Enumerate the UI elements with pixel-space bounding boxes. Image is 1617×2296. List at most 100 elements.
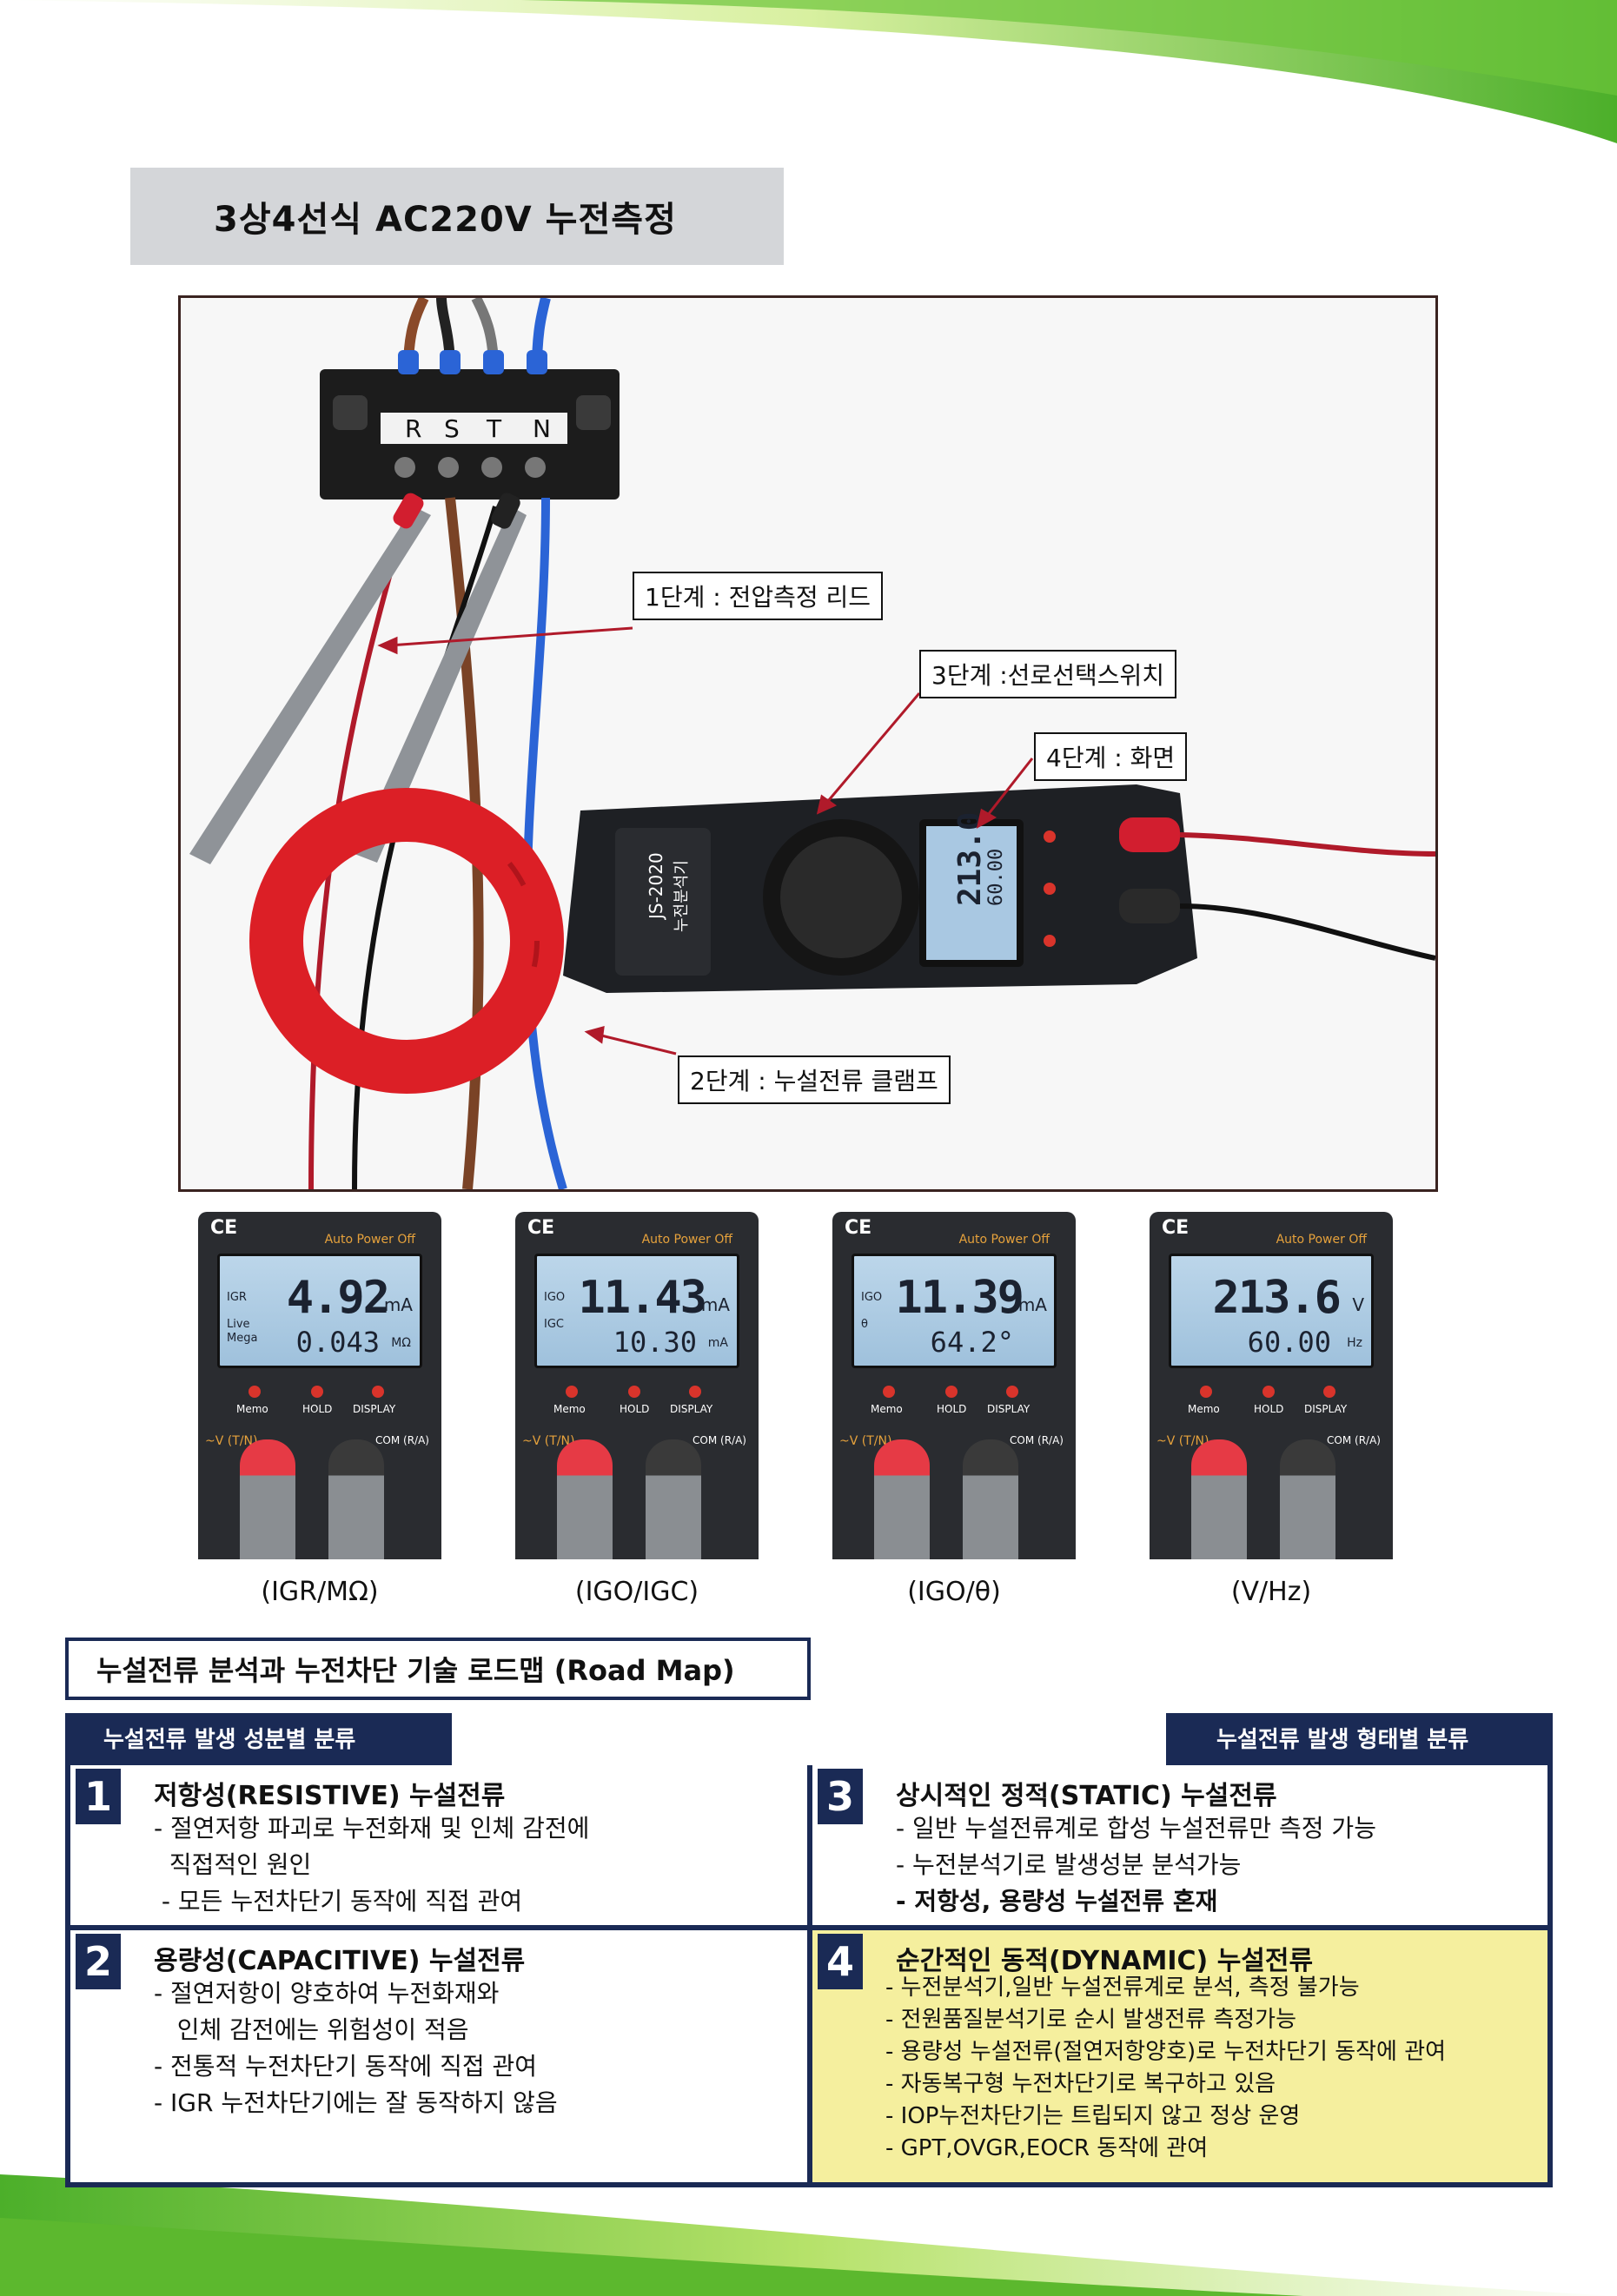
display-label: DISPLAY	[1304, 1403, 1348, 1415]
cell-lines: - 일반 누설전류계로 합성 누설전류만 측정 가능 - 누전분석기로 발생성분…	[896, 1810, 1376, 1920]
memo-button[interactable]	[883, 1386, 895, 1398]
lcd-main-value: 11.39	[895, 1272, 1024, 1324]
meter-screens-row: CE Auto Power Off IGR Live Mega 4.92 mA …	[193, 1212, 1444, 1607]
cell-line: - 전통적 누전차단기 동작에 직접 관여	[154, 2052, 538, 2081]
page-title-box: 3상4선식 AC220V 누전측정	[130, 168, 784, 265]
black-probe-jack	[328, 1439, 384, 1559]
memo-button[interactable]	[566, 1386, 578, 1398]
ce-mark: CE	[1162, 1217, 1190, 1239]
lcd-main-value: 213.6	[1212, 1272, 1342, 1324]
com-ra-label: COM (R/A)	[693, 1434, 746, 1446]
cell-line: - 누전분석기,일반 누설전류계로 분석, 측정 불가능	[885, 1975, 1360, 2001]
lcd-main-unit: mA	[1017, 1294, 1047, 1315]
com-ra-label: COM (R/A)	[375, 1434, 429, 1446]
v-tn-label: ~V (T/N)	[522, 1434, 575, 1448]
auto-power-off-label: Auto Power Off	[1276, 1233, 1367, 1247]
roadmap-tab-by-type: 누설전류 발생 형태별 분류	[1166, 1713, 1553, 1762]
hold-button[interactable]	[311, 1386, 323, 1398]
display-button[interactable]	[1006, 1386, 1018, 1398]
memo-label: Memo	[553, 1403, 586, 1415]
cell-line: - 모든 누전차단기 동작에 직접 관여	[154, 1887, 523, 1916]
cell-heading: 용량성(CAPACITIVE) 누설전류	[154, 1946, 526, 1976]
display-label: DISPLAY	[670, 1403, 713, 1415]
v-tn-label: ~V (T/N)	[1156, 1434, 1209, 1448]
lcd-display: IGO θ 11.39 mA 64.2°	[852, 1254, 1057, 1368]
terminal-block: R S T N	[320, 369, 620, 500]
lcd-display: 213.6 V 60.00 Hz	[1169, 1254, 1374, 1368]
cell-heading: 순간적인 동적(DYNAMIC) 누설전류	[896, 1946, 1314, 1976]
cell-number: 4	[818, 1934, 863, 1989]
meter-buttons: Memo HOLD DISPLAY	[867, 1386, 1041, 1429]
cell-lines: - 누전분석기,일반 누설전류계로 분석, 측정 불가능 - 전원품질분석기로 …	[885, 1972, 1446, 2165]
meter-caption-v-hz: (V/Hz)	[1230, 1577, 1312, 1607]
red-probe-jack	[557, 1439, 613, 1559]
com-ra-label: COM (R/A)	[1010, 1434, 1064, 1446]
meter-screen-igo-theta: CE Auto Power Off IGO θ 11.39 mA 64.2° M…	[832, 1212, 1076, 1559]
terminal-label-r: R	[405, 414, 421, 443]
meter-screen-v-hz: CE Auto Power Off 213.6 V 60.00 Hz Memo …	[1150, 1212, 1393, 1559]
hold-button[interactable]	[945, 1386, 958, 1398]
cell-lines: - 절연저항이 양호하여 누전화재와 인체 감전에는 위험성이 적음 - 전통적…	[154, 1975, 558, 2121]
lcd-main-value: 11.43	[578, 1272, 707, 1324]
terminal-label-s: S	[444, 414, 460, 443]
cell-line: - 전원품질분석기로 순시 발생전류 측정가능	[885, 2007, 1297, 2033]
auto-power-off-label: Auto Power Off	[641, 1233, 732, 1247]
lcd-sub-value: 10.30	[613, 1326, 697, 1359]
display-button[interactable]	[372, 1386, 384, 1398]
page-title: 3상4선식 AC220V 누전측정	[214, 200, 677, 240]
lcd-mode-label: IGO θ	[861, 1291, 883, 1332]
ce-mark: CE	[845, 1217, 872, 1239]
red-probe-jack	[240, 1439, 295, 1559]
hold-button[interactable]	[1262, 1386, 1275, 1398]
display-button[interactable]	[1323, 1386, 1335, 1398]
roadmap-title-box: 누설전류 분석과 누전차단 기술 로드맵 (Road Map)	[65, 1638, 811, 1700]
hold-button[interactable]	[628, 1386, 640, 1398]
roadmap-cell-1: 1 저항성(RESISTIVE) 누설전류 - 절연저항 파괴로 누전화재 및 …	[70, 1765, 807, 1925]
cell-line: - IGR 누전차단기에는 잘 동작하지 않음	[154, 2088, 558, 2117]
display-label: DISPLAY	[987, 1403, 1031, 1415]
cell-lines: - 절연저항 파괴로 누전화재 및 인체 감전에 직접적인 원인 - 모든 누전…	[154, 1810, 589, 1920]
auto-power-off-label: Auto Power Off	[958, 1233, 1050, 1247]
meter-buttons: Memo HOLD DISPLAY	[550, 1386, 724, 1429]
clamp-meter-body: JS-2020 누전분석기 213.0 60.00	[563, 784, 1435, 993]
cell-number: 3	[818, 1769, 863, 1824]
black-probe-jack	[963, 1439, 1018, 1559]
terminal-label-t: T	[486, 414, 502, 443]
cell-heading: 저항성(RESISTIVE) 누설전류	[154, 1781, 506, 1811]
memo-label: Memo	[236, 1403, 268, 1415]
lcd-sub-unit: mA	[707, 1336, 728, 1350]
meter-model: JS-2020	[646, 852, 666, 921]
callout-step4: 4단계 : 화면	[1034, 732, 1188, 781]
lcd-sub-value: 64.2°	[930, 1326, 1014, 1359]
hold-label: HOLD	[1254, 1403, 1284, 1415]
memo-button[interactable]	[249, 1386, 261, 1398]
display-button[interactable]	[689, 1386, 701, 1398]
cell-line: - 일반 누설전류계로 합성 누설전류만 측정 가능	[896, 1814, 1376, 1843]
roadmap-cell-2: 2 용량성(CAPACITIVE) 누설전류 - 절연저항이 양호하여 누전화재…	[70, 1930, 807, 2182]
cell-line: - 절연저항이 양호하여 누전화재와	[154, 1979, 500, 2008]
lcd-sub-value: 60.00	[1247, 1326, 1331, 1359]
lcd-sub-unit: Hz	[1347, 1336, 1362, 1350]
top-green-swoosh	[0, 0, 1617, 143]
lcd-mode-label: IGO IGC	[544, 1291, 566, 1332]
red-probe-jack	[874, 1439, 930, 1559]
callout-step1: 1단계 : 전압측정 리드	[633, 572, 884, 620]
meter-screen-igr: CE Auto Power Off IGR Live Mega 4.92 mA …	[198, 1212, 441, 1559]
roadmap-cell-3: 3 상시적인 정적(STATIC) 누설전류 - 일반 누설전류계로 합성 누설…	[812, 1765, 1547, 1925]
meter-screen-igo-igc: CE Auto Power Off IGO IGC 11.43 mA 10.30…	[515, 1212, 759, 1559]
cell-line: 인체 감전에는 위험성이 적음	[154, 2015, 469, 2044]
cell-line: - 누전분석기로 발생성분 분석가능	[896, 1850, 1242, 1879]
meter-caption-igr: (IGR/MΩ)	[261, 1577, 379, 1607]
meter-caption-igo-igc: (IGO/IGC)	[574, 1577, 699, 1607]
cell-line: - 저항성, 용량성 누설전류 혼재	[896, 1887, 1218, 1916]
display-label: DISPLAY	[353, 1403, 396, 1415]
red-probe-jack	[1191, 1439, 1247, 1559]
main-lcd-sub-reading: 60.00	[985, 849, 1007, 906]
callout-arrows	[377, 626, 1034, 1055]
hold-label: HOLD	[302, 1403, 333, 1415]
memo-button[interactable]	[1200, 1386, 1212, 1398]
v-tn-label: ~V (T/N)	[205, 1434, 258, 1448]
measurement-photo: R S T N	[178, 295, 1438, 1192]
main-lcd-reading: 213.0	[952, 812, 988, 906]
lcd-display: IGO IGC 11.43 mA 10.30 mA	[534, 1254, 739, 1368]
